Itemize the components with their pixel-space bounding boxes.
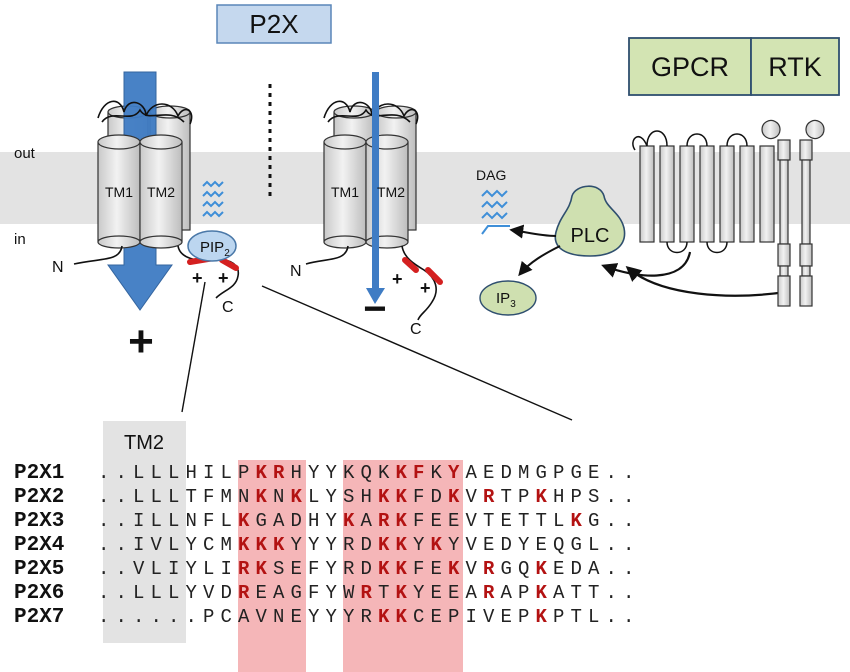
right-effect-sign: −: [363, 287, 386, 331]
pip2-label: PIP2: [200, 239, 230, 259]
rtk-box: [750, 37, 840, 96]
rtk-label: RTK: [768, 52, 822, 82]
left-charge-2: +: [218, 268, 229, 288]
basic-region-2: [343, 460, 463, 672]
small-current-arrow: [372, 72, 379, 290]
plc-enzyme: [554, 185, 626, 257]
tm2-region-label: TM2: [124, 432, 164, 454]
right-channel: TM1 TM2 N + + C −: [290, 72, 443, 338]
ip3-label: IP3: [496, 290, 516, 310]
pip2-headgroup: [187, 230, 237, 262]
right-n-terminus: N: [290, 263, 302, 280]
left-n-terminus: N: [52, 259, 64, 276]
out-label: out: [14, 145, 36, 162]
left-channel: TM1 TM2 N + + C PIP2 +: [52, 71, 240, 366]
right-tm1-label: TM1: [331, 184, 359, 200]
sequence-name: P2X5: [14, 558, 64, 581]
gpcr-box: [628, 37, 752, 96]
gpcr-receptor: [632, 130, 775, 254]
tm2-region-box: [103, 421, 186, 643]
sequence-name: P2X2: [14, 486, 64, 509]
sequence-name: P2X4: [14, 534, 64, 557]
right-tm2-label: TM2: [377, 184, 405, 200]
ip3-molecule: [479, 280, 537, 316]
right-charge-2: +: [420, 278, 431, 298]
plc-label: PLC: [571, 225, 610, 247]
sequence-name: P2X7: [14, 606, 64, 629]
left-tm2-label: TM2: [147, 184, 175, 200]
left-tm1-label: TM1: [105, 184, 133, 200]
p2x-title: P2X: [249, 9, 298, 39]
left-charge-1: +: [192, 268, 203, 288]
rtk-receptor: [761, 119, 825, 307]
in-label: in: [14, 231, 26, 248]
left-c-terminus: C: [222, 299, 234, 316]
p2x-title-box: [216, 4, 332, 44]
left-effect-sign: +: [128, 317, 154, 366]
signaling-pathway: DAG PLC IP3: [476, 167, 787, 316]
dag-label: DAG: [476, 167, 506, 183]
sequence-name: P2X6: [14, 582, 64, 605]
right-charge-1: +: [392, 269, 403, 289]
zoom-line-right: [261, 285, 573, 421]
basic-region-1: [238, 460, 306, 672]
gpcr-label: GPCR: [651, 52, 729, 82]
sequence-name: P2X1: [14, 462, 64, 485]
right-c-terminus: C: [410, 321, 422, 338]
sequence-name: P2X3: [14, 510, 64, 533]
zoom-line-left: [181, 281, 206, 413]
